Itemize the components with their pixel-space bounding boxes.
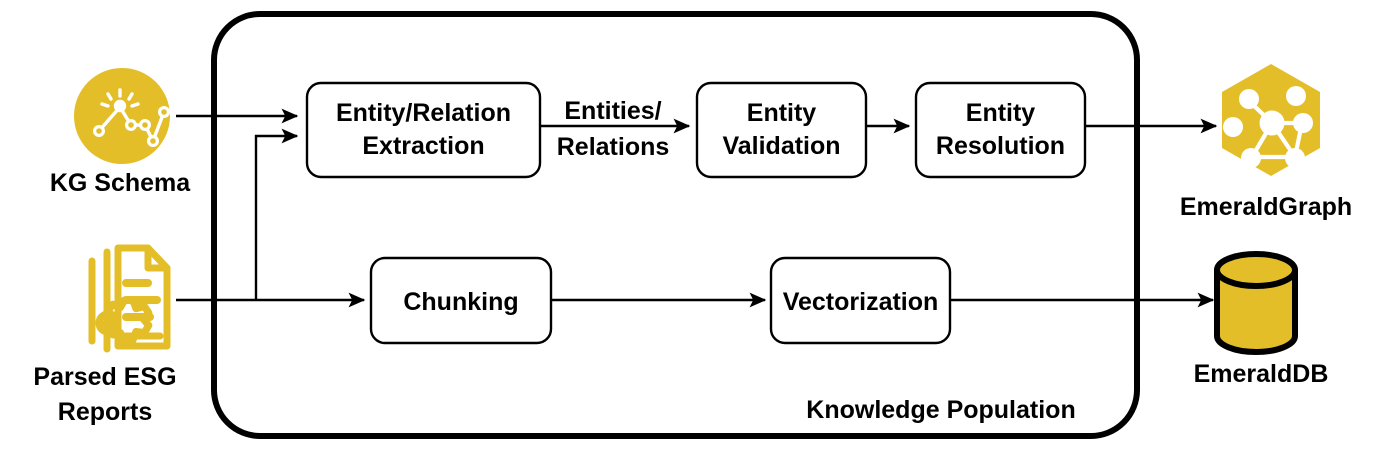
process-box[interactable] xyxy=(769,256,952,345)
connector-esg-to-extraction xyxy=(254,128,299,300)
input-parsed-esg-reports[interactable]: Parsed ESG Reports xyxy=(33,244,177,426)
hexagon-graph-icon xyxy=(1222,64,1320,176)
knowledge-graph-schema-icon xyxy=(74,68,171,164)
process-entity-relation-extraction[interactable]: Entity/Relation Extraction xyxy=(305,81,542,179)
process-label-line2: Validation xyxy=(722,132,840,160)
process-box[interactable] xyxy=(369,256,553,345)
process-entity-validation[interactable]: Entity Validation xyxy=(695,81,868,179)
knowledge-population-label: Knowledge Population xyxy=(806,396,1075,424)
input-label-esg-line2: Reports xyxy=(58,398,152,426)
process-box[interactable] xyxy=(695,81,868,179)
process-label-line2: Resolution xyxy=(936,132,1065,160)
process-label-line1: Chunking xyxy=(403,288,518,316)
input-label-esg-line1: Parsed ESG xyxy=(33,363,176,391)
knowledge-population-container xyxy=(211,11,1140,439)
edge-label-line1: Entities/ xyxy=(564,97,661,125)
output-label-emeralddb: EmeraldDB xyxy=(1194,360,1329,388)
output-emeralddb[interactable]: EmeraldDB xyxy=(1194,251,1329,388)
process-box[interactable] xyxy=(914,81,1087,179)
process-label-line1: Entity xyxy=(747,99,817,127)
process-entity-resolution[interactable]: Entity Resolution xyxy=(914,81,1087,179)
process-label-line2: Extraction xyxy=(362,132,484,160)
edge-label-line2: Relations xyxy=(557,133,670,161)
process-label-line1: Entity xyxy=(966,99,1036,127)
process-box[interactable] xyxy=(305,81,542,179)
process-label-line1: Entity/Relation xyxy=(336,99,511,127)
edge-label-entities-relations: Entities/ Relations xyxy=(557,97,670,161)
process-chunking[interactable]: Chunking xyxy=(369,256,553,345)
output-emeraldgraph[interactable]: EmeraldGraph xyxy=(1180,64,1352,221)
database-cylinder-icon xyxy=(1214,251,1298,355)
process-vectorization[interactable]: Vectorization xyxy=(769,256,952,345)
output-label-emeraldgraph: EmeraldGraph xyxy=(1180,193,1352,221)
input-label-kg-schema: KG Schema xyxy=(50,169,191,197)
process-label-line1: Vectorization xyxy=(783,288,939,316)
input-kg-schema[interactable]: KG Schema xyxy=(50,68,191,197)
